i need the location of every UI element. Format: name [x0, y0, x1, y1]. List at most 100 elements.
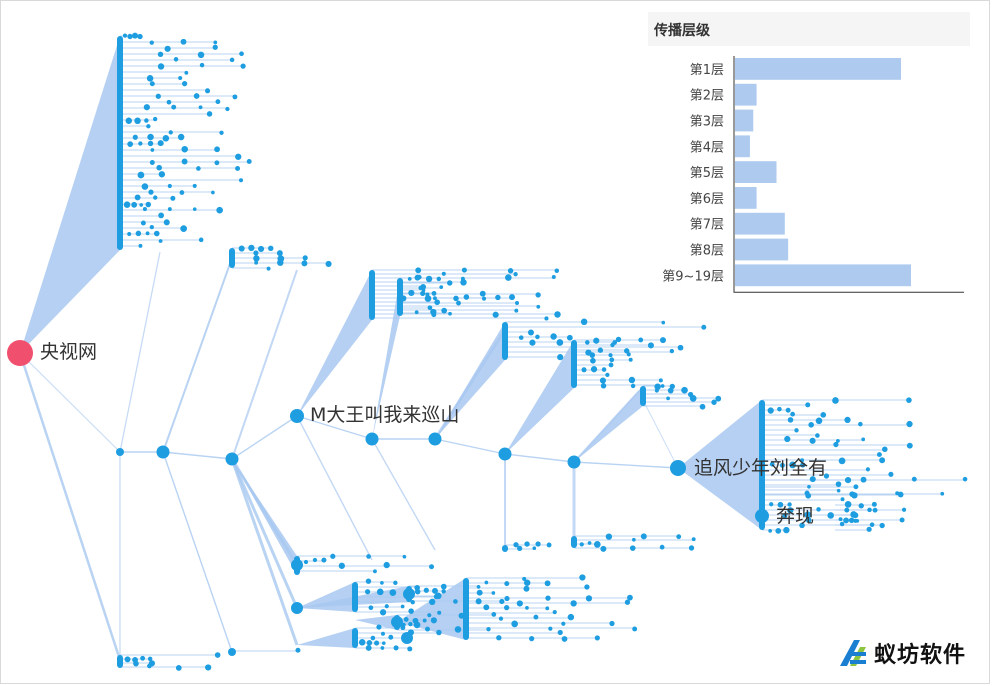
tree-node-285[interactable] — [911, 476, 917, 482]
tree-node-414[interactable] — [498, 616, 504, 621]
tree-node-94[interactable] — [225, 452, 239, 466]
tree-node-292[interactable] — [940, 491, 945, 496]
tree-node-443[interactable] — [407, 646, 413, 652]
tree-node-4[interactable] — [137, 33, 143, 40]
key-node-b[interactable] — [755, 509, 769, 523]
tree-node-203[interactable] — [599, 377, 607, 384]
tree-node-420[interactable] — [548, 626, 553, 631]
tree-node-138[interactable] — [536, 304, 541, 309]
tree-node-188[interactable] — [610, 342, 615, 348]
tree-node-33[interactable] — [206, 111, 213, 117]
tree-node-36[interactable] — [144, 118, 149, 123]
tree-node-176[interactable] — [556, 339, 564, 346]
tree-node-318[interactable] — [524, 541, 530, 547]
tree-node-148[interactable] — [425, 275, 433, 283]
tree-node-214[interactable] — [681, 386, 688, 394]
tree-node-82[interactable] — [163, 219, 170, 226]
tree-node-160[interactable] — [456, 300, 461, 306]
tree-node-55[interactable] — [214, 160, 220, 166]
tree-node-381[interactable] — [403, 617, 409, 622]
tree-node-67[interactable] — [179, 190, 185, 195]
tree-node-198[interactable] — [608, 362, 614, 368]
tree-node-184[interactable] — [593, 337, 600, 344]
tree-node-140[interactable] — [514, 308, 519, 313]
tree-node-274[interactable] — [805, 517, 812, 523]
tree-node-366[interactable] — [440, 583, 447, 590]
tree-node-189[interactable] — [647, 342, 654, 349]
tree-node-360[interactable] — [384, 604, 389, 609]
tree-node-442[interactable] — [393, 645, 399, 651]
tree-node-164[interactable] — [430, 308, 437, 316]
tree-node-282[interactable] — [783, 526, 790, 534]
tree-node-359[interactable] — [368, 605, 374, 611]
tree-node-417[interactable] — [511, 620, 519, 628]
tree-node-402[interactable] — [504, 595, 510, 602]
tree-node-372[interactable] — [434, 592, 442, 600]
tree-node-155[interactable] — [431, 290, 437, 296]
tree-node-162[interactable] — [427, 305, 433, 311]
tree-node-73[interactable] — [131, 201, 138, 208]
tree-node-445[interactable] — [228, 648, 236, 656]
tree-node-324[interactable] — [605, 533, 613, 540]
tree-node-430[interactable] — [380, 631, 385, 636]
tree-node-240[interactable] — [835, 438, 840, 443]
tree-node-304[interactable] — [866, 526, 872, 532]
tree-node-93[interactable] — [156, 445, 170, 459]
tree-node-387[interactable] — [413, 621, 421, 629]
tree-node-193[interactable] — [608, 353, 613, 358]
tree-node-265[interactable] — [787, 502, 792, 507]
tree-node-356[interactable] — [389, 589, 397, 596]
tree-node-281[interactable] — [775, 528, 782, 534]
tree-node-354[interactable] — [364, 589, 371, 595]
tree-node-319[interactable] — [535, 541, 541, 547]
tree-node-264[interactable] — [777, 501, 784, 508]
tree-node-208[interactable] — [660, 384, 665, 388]
tree-node-399[interactable] — [584, 584, 590, 590]
tree-node-246[interactable] — [799, 458, 805, 463]
tree-node-310[interactable] — [147, 656, 153, 662]
tree-node-320[interactable] — [546, 542, 552, 548]
tree-node-416[interactable] — [567, 613, 575, 621]
tree-node-223[interactable] — [906, 397, 912, 403]
tree-node-337[interactable] — [330, 553, 336, 559]
tree-node-170[interactable] — [527, 329, 534, 336]
tree-node-374[interactable] — [453, 599, 458, 604]
tree-node-64[interactable] — [167, 183, 172, 189]
tree-node-433[interactable] — [370, 635, 376, 641]
tree-node-46[interactable] — [138, 141, 143, 146]
tree-node-288[interactable] — [853, 484, 859, 490]
tree-node-10[interactable] — [157, 51, 164, 58]
tree-node-114[interactable] — [325, 260, 332, 267]
tree-node-339[interactable] — [402, 554, 407, 559]
tree-node-30[interactable] — [171, 104, 177, 110]
tree-node-18[interactable] — [184, 70, 189, 75]
tree-node-334[interactable] — [659, 544, 665, 550]
tree-node-245[interactable] — [876, 452, 882, 458]
tree-node-48[interactable] — [157, 140, 164, 147]
tree-node-425[interactable] — [561, 636, 568, 642]
tree-node-346[interactable] — [373, 569, 377, 574]
tree-node-386[interactable] — [408, 621, 413, 627]
tree-node-44[interactable] — [177, 133, 185, 141]
tree-node-256[interactable] — [844, 476, 852, 484]
tree-node-38[interactable] — [146, 124, 151, 129]
tree-node-226[interactable] — [777, 406, 782, 412]
tree-node-107[interactable] — [276, 250, 283, 257]
tree-node-307[interactable] — [124, 656, 131, 663]
tree-node-340[interactable] — [303, 559, 309, 565]
tree-node-248[interactable] — [879, 457, 886, 464]
tree-node-419[interactable] — [609, 620, 615, 627]
tree-node-54[interactable] — [181, 158, 188, 165]
tree-node-280[interactable] — [768, 529, 772, 533]
tree-node-56[interactable] — [246, 159, 252, 164]
tree-node-29[interactable] — [143, 104, 150, 111]
tree-node-68[interactable] — [211, 190, 215, 195]
tree-node-49[interactable] — [150, 148, 155, 152]
tree-node-341[interactable] — [312, 557, 318, 563]
tree-node-413[interactable] — [552, 609, 557, 615]
tree-node-122[interactable] — [513, 272, 518, 277]
tree-node-21[interactable] — [149, 81, 155, 87]
tree-node-212[interactable] — [654, 388, 659, 393]
key-node-m[interactable] — [290, 409, 304, 423]
tree-node-279[interactable] — [879, 522, 885, 529]
